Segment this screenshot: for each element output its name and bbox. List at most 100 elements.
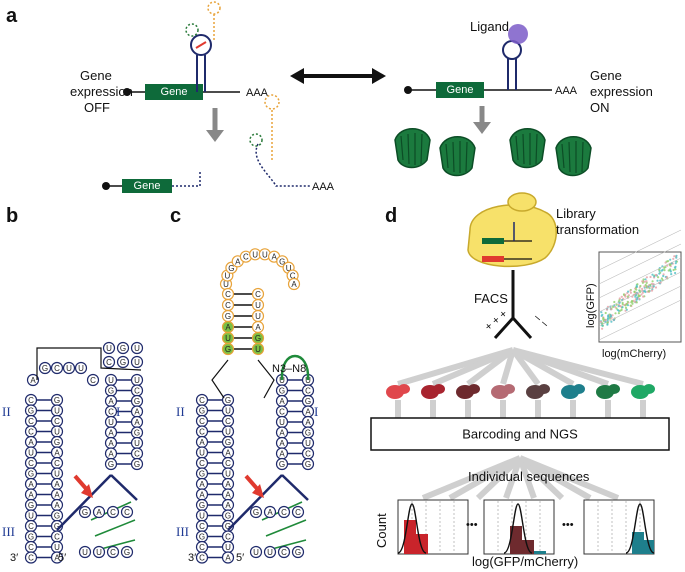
scatter-point xyxy=(641,287,644,290)
svg-text:U: U xyxy=(224,272,230,281)
svg-text:A: A xyxy=(305,408,311,417)
svg-text:U: U xyxy=(225,428,231,437)
sequence-ray xyxy=(503,457,523,499)
nucleotide: G xyxy=(38,361,52,375)
hist-dots-1: ••• xyxy=(466,519,478,531)
nucleotide: C xyxy=(195,393,209,407)
colony xyxy=(421,384,445,399)
nucleotide: U xyxy=(251,298,265,312)
nucleotide: A xyxy=(221,446,235,459)
nucleotide: A xyxy=(221,477,235,491)
svg-text:U: U xyxy=(54,428,60,437)
svg-text:C: C xyxy=(134,387,140,396)
c-end-5prime: 5′ xyxy=(236,552,244,564)
gfp-protein-icon xyxy=(439,136,476,177)
nucleotide: C xyxy=(277,505,291,519)
svg-text:C: C xyxy=(199,428,205,437)
nucleotide: A xyxy=(221,320,235,334)
svg-text:G: G xyxy=(225,345,231,354)
nucleotide: G xyxy=(50,393,64,407)
svg-text:C: C xyxy=(28,396,34,405)
nucleotide: A xyxy=(275,447,289,460)
scatter-point xyxy=(651,273,654,276)
sorting-ray xyxy=(431,347,515,387)
svg-text:G: G xyxy=(120,358,126,367)
nucleotide: A xyxy=(50,477,64,491)
svg-text:U: U xyxy=(199,449,205,458)
ligand-label: Ligand xyxy=(470,19,509,34)
nucleotide: A xyxy=(50,446,64,459)
scatter-point xyxy=(644,283,647,287)
scatter-plot xyxy=(598,229,682,343)
svg-text:U: U xyxy=(225,407,231,416)
svg-text:A: A xyxy=(199,491,205,500)
nucleotide: U xyxy=(74,361,88,375)
nucleotide: U xyxy=(130,436,144,450)
scatter-point xyxy=(600,311,603,314)
sequence-ray xyxy=(448,455,522,501)
nucleotide: C xyxy=(221,298,235,312)
svg-text:G: G xyxy=(28,501,34,510)
scatter-point xyxy=(654,286,658,289)
scatter-point xyxy=(660,277,664,280)
scatter-point xyxy=(607,314,610,317)
nucleotide: A xyxy=(263,505,277,519)
scatter-point xyxy=(630,301,633,304)
scatter-point xyxy=(636,296,639,299)
nucleotide: G xyxy=(251,331,265,345)
scatter-y-label: log(GFP) xyxy=(585,283,597,328)
gene-label-degraded: Gene xyxy=(134,180,161,192)
svg-text:U: U xyxy=(223,280,229,289)
svg-text:C: C xyxy=(90,376,96,385)
scatter-point xyxy=(670,273,673,276)
nucleotide: C xyxy=(106,545,120,559)
polyA-off: AAA xyxy=(246,87,269,99)
sorting-fan xyxy=(395,347,646,418)
gene-box-on xyxy=(436,82,484,98)
nucleotide: G xyxy=(221,342,235,356)
scatter-point xyxy=(645,281,648,284)
polyA-degraded: AAA xyxy=(312,181,335,193)
svg-text:A: A xyxy=(54,491,60,500)
svg-text:C: C xyxy=(290,272,296,281)
svg-text:G: G xyxy=(305,397,311,406)
nucleotide: G xyxy=(120,545,134,559)
histogram-bar xyxy=(534,551,546,554)
svg-text:G: G xyxy=(54,438,60,447)
scatter-point xyxy=(652,283,655,286)
nucleotide: A xyxy=(195,435,209,449)
nucleotide: U xyxy=(195,509,209,522)
nucleotide: G xyxy=(50,435,64,449)
svg-text:U: U xyxy=(28,512,34,521)
scatter-point xyxy=(617,305,620,308)
nucleotide: A xyxy=(24,435,38,449)
svg-text:G: G xyxy=(225,312,231,321)
svg-text:C: C xyxy=(54,417,60,426)
svg-text:U: U xyxy=(134,439,140,448)
sequence-fan xyxy=(421,455,620,501)
scatter-point xyxy=(674,271,677,275)
colony xyxy=(561,384,585,399)
nucleotide: C xyxy=(24,414,38,428)
gene-label-off: Gene xyxy=(161,86,188,98)
scatter-point xyxy=(618,297,621,300)
nucleotide: G xyxy=(195,530,209,543)
svg-text:A: A xyxy=(291,280,297,289)
svg-text:G: G xyxy=(225,396,231,405)
nucleotide: G xyxy=(301,426,315,439)
nucleotide: A xyxy=(92,505,106,519)
svg-text:G: G xyxy=(134,397,140,406)
svg-text:A: A xyxy=(199,438,205,447)
scatter-point xyxy=(610,320,613,323)
nucleotide: G xyxy=(24,404,38,417)
scatter-point xyxy=(674,262,677,265)
svg-text:U: U xyxy=(255,345,261,354)
sequence-ray xyxy=(517,457,537,499)
svg-text:A: A xyxy=(279,429,285,438)
scatter-point xyxy=(673,266,677,269)
svg-text:G: G xyxy=(108,387,114,396)
facs-minus-signs: – – xyxy=(531,311,551,331)
on-label-line3: ON xyxy=(590,100,610,115)
nucleotide: C xyxy=(195,414,209,428)
nucleotide: U xyxy=(50,467,64,480)
